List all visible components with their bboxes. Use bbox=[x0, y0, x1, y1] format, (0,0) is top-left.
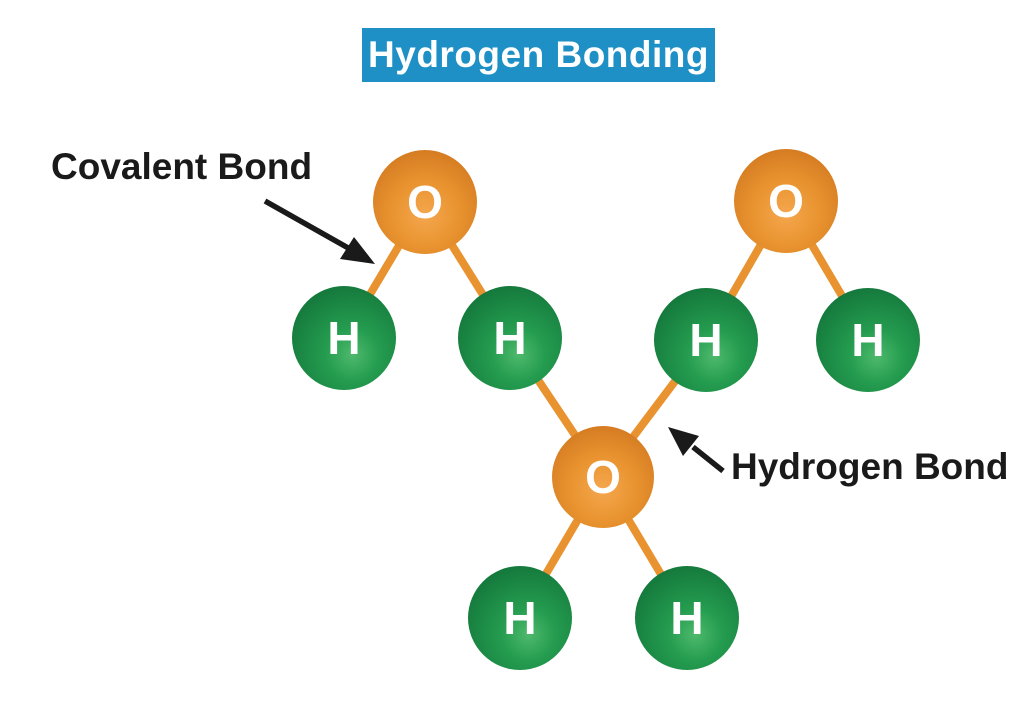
arrow-head bbox=[340, 237, 375, 264]
hydrogen-atom bbox=[635, 566, 739, 670]
oxygen-symbol: O bbox=[585, 451, 621, 503]
hydrogen-atom bbox=[292, 286, 396, 390]
water-molecule-top-right: O H H bbox=[654, 149, 920, 392]
hydrogen-symbol: H bbox=[503, 592, 536, 644]
arrow-shaft bbox=[691, 444, 725, 474]
title-text: Hydrogen Bonding bbox=[368, 34, 709, 75]
title-banner: Hydrogen Bonding bbox=[362, 28, 715, 82]
arrow-shaft bbox=[263, 198, 352, 252]
water-molecule-bottom-center: O H H bbox=[468, 426, 739, 670]
covalent-bond-arrow bbox=[263, 198, 375, 264]
oxygen-atom bbox=[552, 426, 654, 528]
bond-lines bbox=[340, 197, 872, 622]
oxygen-symbol: O bbox=[768, 175, 804, 227]
hydrogen-symbol: H bbox=[689, 314, 722, 366]
hydrogen-bond-arrow bbox=[668, 427, 725, 474]
hydrogen-symbol: H bbox=[327, 312, 360, 364]
oxygen-atom bbox=[373, 150, 477, 254]
hydrogen-atom bbox=[458, 286, 562, 390]
hydrogen-atom bbox=[468, 566, 572, 670]
hydrogen-symbol: H bbox=[851, 314, 884, 366]
oxygen-symbol: O bbox=[407, 176, 443, 228]
covalent-bond-label: Covalent Bond bbox=[51, 146, 313, 187]
arrow-head bbox=[668, 427, 699, 456]
hydrogen-symbol: H bbox=[670, 592, 703, 644]
hydrogen-atom bbox=[816, 288, 920, 392]
oxygen-atom bbox=[734, 149, 838, 253]
hydrogen-bond-label: Hydrogen Bond bbox=[731, 446, 1009, 487]
hydrogen-symbol: H bbox=[493, 312, 526, 364]
water-molecule-top-left: O H H bbox=[292, 150, 562, 390]
hydrogen-atom bbox=[654, 288, 758, 392]
